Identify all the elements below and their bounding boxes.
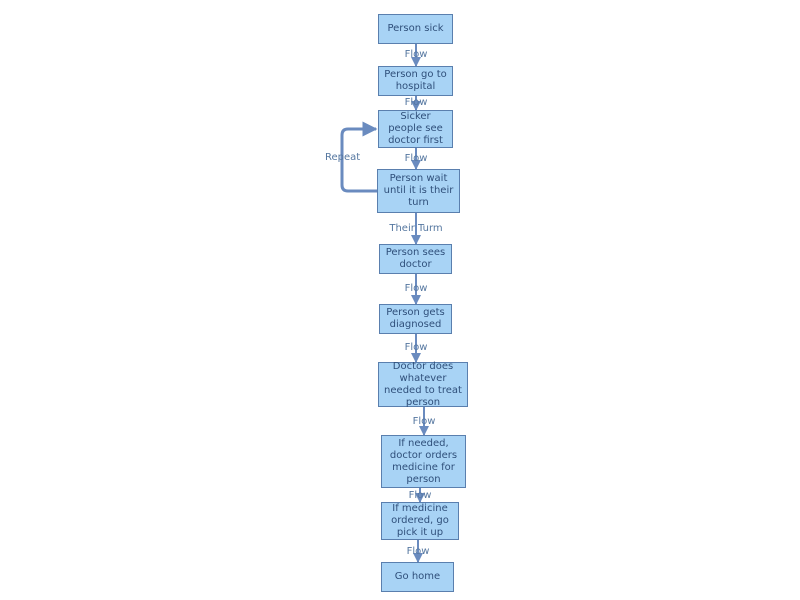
node-label: If medicine ordered, go pick it up: [391, 503, 449, 538]
node-doctor-treats: Doctor does whatever needed to treat per…: [378, 360, 468, 408]
node-label: If needed, doctor orders medicine for pe…: [389, 437, 458, 485]
loop-label-repeat: Repeat: [325, 152, 361, 163]
edge-label-flow: Flow: [404, 97, 428, 108]
edge-label-their-turn: Their Turm: [389, 223, 443, 234]
node-label: Sicker people see doctor first: [388, 111, 443, 146]
node-orders-medicine: If needed, doctor orders medicine for pe…: [381, 435, 466, 488]
node-label: Go home: [394, 571, 441, 582]
node-sees-doctor: Person sees doctor: [379, 244, 452, 274]
node-label: Person gets diagnosed: [386, 307, 445, 330]
node-sicker-first: Sicker people see doctor first: [378, 110, 453, 148]
node-label: Person go to hospital: [384, 69, 447, 92]
node-gets-diagnosed: Person gets diagnosed: [379, 304, 452, 334]
node-person-sick: Person sick: [378, 14, 453, 44]
node-go-to-hospital: Person go to hospital: [378, 66, 453, 96]
node-label: Person wait until it is their turn: [383, 173, 454, 208]
edge-label-flow: Flow: [404, 153, 428, 164]
node-wait-turn: Person wait until it is their turn: [377, 169, 460, 213]
node-pick-up: If medicine ordered, go pick it up: [381, 502, 459, 540]
edge-label-flow: Flow: [404, 49, 428, 60]
node-label: Person sees doctor: [385, 247, 446, 270]
node-label: Person sick: [387, 23, 444, 34]
edge-label-flow: Flow: [404, 342, 428, 353]
node-go-home: Go home: [381, 562, 454, 592]
edge-label-flow: Flow: [412, 416, 436, 427]
edge-label-flow: Flow: [408, 490, 432, 501]
edge-label-flow: Flow: [404, 283, 428, 294]
repeat-loop-arrow: [340, 121, 378, 193]
node-label: Doctor does whatever needed to treat per…: [384, 360, 462, 408]
edge-label-flow: Flow: [406, 546, 430, 557]
